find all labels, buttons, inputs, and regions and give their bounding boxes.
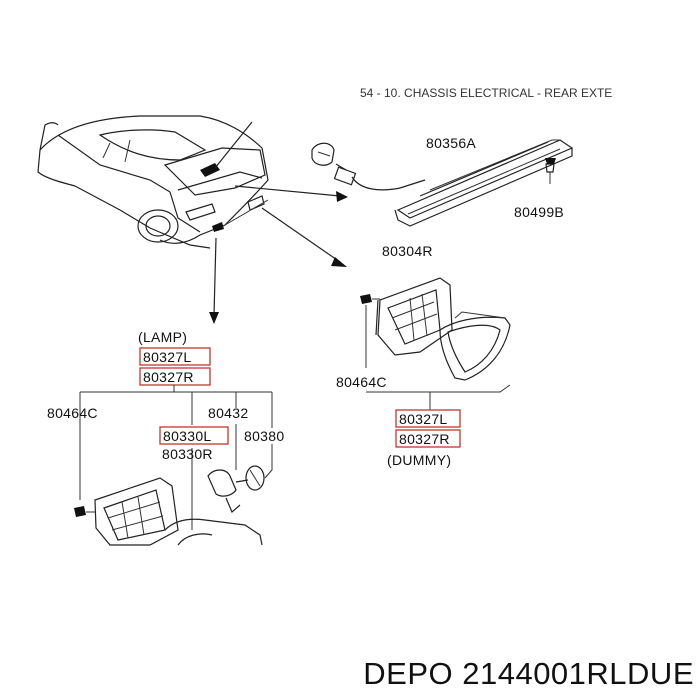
lamp-leader-lines [79, 385, 273, 530]
footer-part-number: DEPO 2144001RLDUE [363, 656, 694, 691]
highlight-80327R-dummy [395, 429, 461, 448]
high-mount-lamp-illustration [311, 139, 574, 227]
highlight-80327L-lamp [139, 347, 211, 366]
label-80327L-lamp: 80327L [143, 349, 192, 365]
label-80327R-dummy: 80327R [399, 431, 450, 447]
diagram-header: 54 - 10. CHASSIS ELECTRICAL - REAR EXTE [360, 86, 612, 100]
car-illustration [37, 115, 348, 324]
label-80304R: 80304R [382, 243, 433, 259]
label-80356A: 80356A [426, 135, 476, 151]
label-dummy: (DUMMY) [387, 452, 451, 468]
label-80464C-right: 80464C [336, 374, 387, 390]
label-80464C-left: 80464C [47, 405, 98, 421]
label-lamp: (LAMP) [138, 329, 187, 345]
label-80380: 80380 [244, 428, 284, 444]
lamp-housing-illustration [74, 465, 265, 546]
highlight-80327L-dummy [395, 409, 461, 428]
highlight-80327R-lamp [139, 367, 211, 386]
label-80330L: 80330L [163, 428, 212, 444]
dummy-lamp-illustration [360, 277, 511, 410]
highlight-80330L [159, 426, 229, 445]
label-80327R-lamp: 80327R [143, 369, 194, 385]
label-80499B: 80499B [514, 204, 564, 220]
label-80432: 80432 [208, 405, 248, 421]
label-80330R: 80330R [162, 446, 213, 462]
label-80327L-dummy: 80327L [399, 411, 448, 427]
